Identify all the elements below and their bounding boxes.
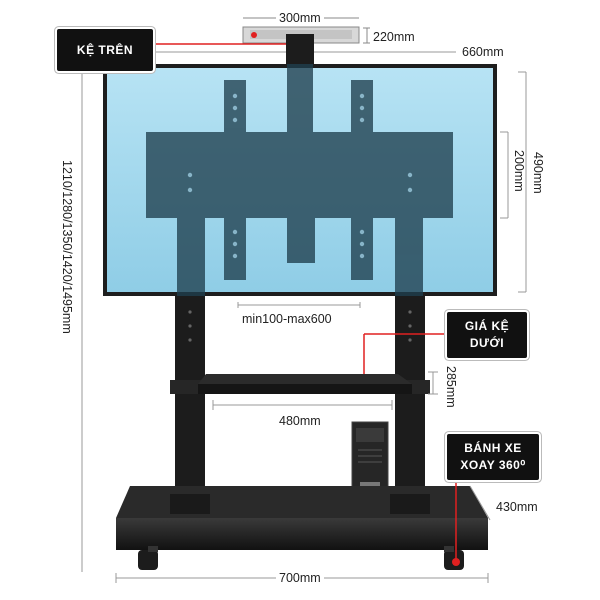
stand-base xyxy=(116,486,488,550)
bottom-shelf-callout: GIÁ KỆ DƯỚI xyxy=(447,312,527,358)
bracket-height-label: 200mm xyxy=(512,150,526,192)
bottom-shelf-label-line1: GIÁ KỆ xyxy=(464,319,510,333)
shelf-width-label: 480mm xyxy=(279,414,321,428)
wheels-label-line1: BÁNH XE xyxy=(464,441,522,455)
screen-width-label: 660mm xyxy=(462,45,504,59)
total-height-label: 1210/1280/1350/1420/1495mm xyxy=(60,160,74,334)
bottom-shelf-label-line2: DƯỚI xyxy=(469,336,505,350)
lower-shelf xyxy=(198,374,412,394)
top-shelf-width-label: 300mm xyxy=(276,11,324,25)
screen-height-label: 490mm xyxy=(531,152,545,194)
stand-columns xyxy=(170,296,430,506)
top-shelf-depth-label: 220mm xyxy=(373,30,415,44)
wheels-label-line2: XOAY 360⁰ xyxy=(460,458,526,472)
top-shelf-callout: KỆ TRÊN xyxy=(57,29,153,71)
top-shelf-label: KỆ TRÊN xyxy=(76,43,134,57)
base-width-label: 700mm xyxy=(276,571,324,585)
base-depth-label: 430mm xyxy=(496,500,538,514)
wheels-callout: BÁNH XE XOAY 360⁰ xyxy=(447,434,539,480)
bracket-width-label: min100-max600 xyxy=(242,312,332,326)
shelf-height-label: 285mm xyxy=(444,366,458,408)
